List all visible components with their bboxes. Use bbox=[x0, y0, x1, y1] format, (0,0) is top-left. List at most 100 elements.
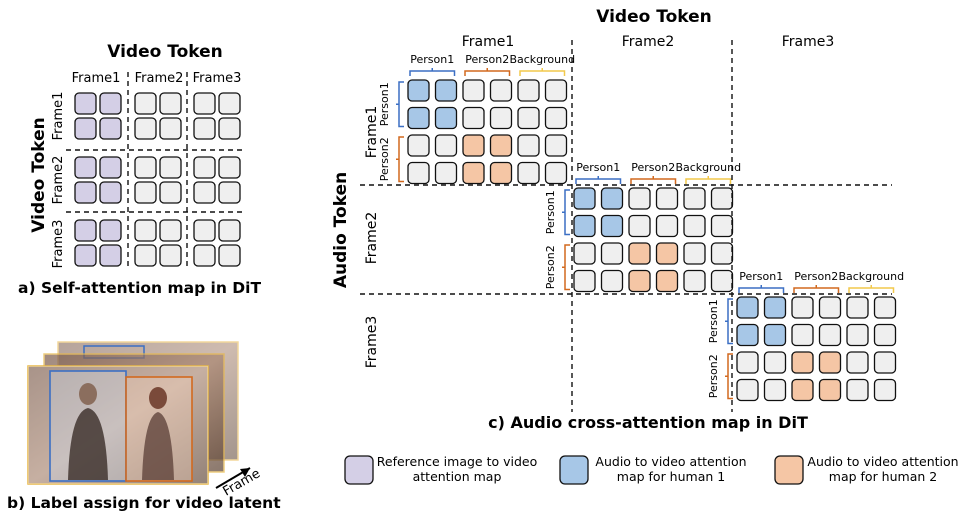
panel-c-col-frame2: Frame2 bbox=[622, 34, 675, 50]
panel-c-cross-attention: Video Token Audio Token Frame1 Frame2 Fr… bbox=[331, 7, 904, 432]
panel-c-row-frame1: Frame1 bbox=[364, 106, 380, 159]
attention-cell bbox=[193, 117, 216, 140]
attention-cell bbox=[218, 92, 241, 115]
row-bracket bbox=[562, 189, 570, 236]
column-bracket bbox=[738, 285, 785, 293]
panel-a-col-frame2: Frame2 bbox=[135, 71, 184, 86]
column-group-label: Person1 bbox=[576, 161, 620, 174]
legend-text-line1: Audio to video attention bbox=[807, 454, 959, 469]
attention-cell bbox=[193, 219, 216, 242]
attention-cell bbox=[434, 79, 458, 102]
attention-cell bbox=[134, 244, 157, 267]
attention-cell bbox=[193, 181, 216, 204]
panel-a-col-frame3: Frame3 bbox=[193, 71, 242, 86]
legend-text-line1: Reference image to video bbox=[376, 454, 538, 469]
attention-cell bbox=[736, 296, 759, 319]
person2-silhouette bbox=[149, 387, 167, 409]
column-bracket bbox=[793, 285, 840, 293]
panel-b-video-frames: Frame b) Label assign for video latent bbox=[7, 341, 281, 512]
frame-arrow-head bbox=[240, 468, 250, 477]
panel-c-row-frame2: Frame2 bbox=[364, 212, 380, 265]
video-frame-front bbox=[27, 365, 209, 485]
attention-cell bbox=[710, 269, 734, 293]
attention-cell bbox=[791, 323, 814, 347]
attention-cell bbox=[159, 117, 182, 140]
attention-cell bbox=[434, 161, 458, 185]
column-group-label: Person2 bbox=[794, 270, 838, 283]
row-bracket bbox=[725, 298, 733, 345]
attention-cell bbox=[74, 156, 97, 179]
attention-cell bbox=[99, 156, 122, 179]
attention-cell bbox=[462, 134, 485, 157]
column-bracket bbox=[848, 285, 895, 293]
attention-cell bbox=[489, 134, 513, 157]
attention-cell bbox=[655, 187, 679, 210]
panel-a-self-attention: Video Token Video Token Frame1 Frame2 Fr… bbox=[18, 42, 261, 297]
panel-b-caption: b) Label assign for video latent bbox=[7, 494, 281, 512]
attention-cell bbox=[407, 134, 430, 157]
attention-cell bbox=[600, 214, 624, 238]
panel-c-caption: c) Audio cross-attention map in DiT bbox=[488, 413, 808, 432]
attention-cell bbox=[218, 117, 241, 140]
attention-cell bbox=[628, 242, 651, 265]
legend-swatch-purple bbox=[344, 455, 374, 485]
attention-cell bbox=[791, 378, 814, 402]
attention-cell bbox=[74, 181, 97, 204]
row-bracket bbox=[396, 136, 404, 183]
attention-cell bbox=[683, 187, 706, 210]
column-group-label: Person2 bbox=[465, 53, 509, 66]
attention-cell bbox=[99, 92, 122, 115]
legend-item-reference: Reference image to video attention map bbox=[372, 454, 542, 484]
attention-cell bbox=[600, 187, 624, 210]
panel-a-row-frame2: Frame2 bbox=[51, 156, 66, 205]
attention-cell bbox=[763, 296, 787, 319]
column-group-label: Person1 bbox=[739, 270, 783, 283]
attention-cell bbox=[434, 134, 458, 157]
panel-a-row-frame3: Frame3 bbox=[51, 220, 66, 269]
attention-cell bbox=[134, 156, 157, 179]
attention-cell bbox=[489, 106, 513, 130]
attention-cell bbox=[683, 242, 706, 265]
attention-cell bbox=[193, 92, 216, 115]
row-group-label: Person2 bbox=[707, 354, 720, 398]
attention-cell bbox=[628, 187, 651, 210]
attention-cell bbox=[544, 79, 568, 102]
attention-cell bbox=[846, 351, 869, 374]
attention-cell bbox=[218, 219, 241, 242]
attention-cell bbox=[573, 214, 596, 238]
panel-a-caption: a) Self-attention map in DiT bbox=[18, 279, 261, 297]
legend-text-line2: map for human 1 bbox=[616, 469, 726, 484]
panel-c-col-frame1: Frame1 bbox=[462, 34, 515, 50]
column-bracket bbox=[519, 68, 566, 76]
attention-cell bbox=[134, 219, 157, 242]
attention-cell bbox=[159, 92, 182, 115]
column-bracket bbox=[464, 68, 511, 76]
column-bracket bbox=[630, 176, 677, 184]
attention-cell bbox=[655, 269, 679, 293]
attention-cell bbox=[134, 181, 157, 204]
panel-c-side-title: Audio Token bbox=[331, 172, 351, 288]
attention-cell bbox=[517, 161, 540, 185]
legend-swatch-blue bbox=[559, 455, 589, 485]
attention-cell bbox=[573, 269, 596, 293]
attention-cell bbox=[628, 269, 651, 293]
attention-cell bbox=[74, 92, 97, 115]
legend-text-line2: attention map bbox=[412, 469, 502, 484]
panel-c-col-frame3: Frame3 bbox=[782, 34, 835, 50]
row-group-label: Person2 bbox=[544, 245, 557, 289]
row-group-label: Person1 bbox=[707, 299, 720, 343]
attention-cell bbox=[99, 117, 122, 140]
attention-cell bbox=[407, 161, 430, 185]
attention-cell bbox=[544, 134, 568, 157]
legend-item-human1: Audio to video attention map for human 1 bbox=[588, 454, 754, 484]
attention-cell bbox=[736, 351, 759, 374]
attention-cell bbox=[710, 214, 734, 238]
panel-a-side-title: Video Token bbox=[29, 117, 49, 232]
attention-cell bbox=[99, 244, 122, 267]
attention-cell bbox=[873, 378, 897, 402]
attention-cell bbox=[544, 106, 568, 130]
person1-silhouette bbox=[79, 383, 97, 405]
legend-text-line1: Audio to video attention bbox=[595, 454, 747, 469]
